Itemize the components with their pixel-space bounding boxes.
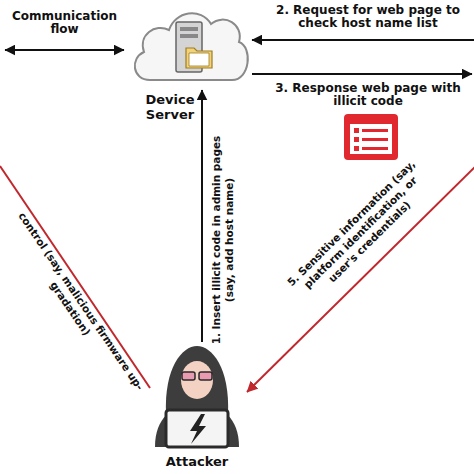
cloud-node: Device Server [128,0,252,90]
folder-icon [186,48,212,68]
attacker-glasses [199,372,212,380]
attacker-body [155,404,239,447]
cloud-outline [135,13,248,80]
page-body [350,124,392,154]
web-page-icon [344,114,398,160]
list-dot [354,128,359,133]
lightning-symbol [190,414,206,444]
attacker-face [181,361,213,399]
annotation-text: control (say, malicious firmware up-grad… [1,205,149,406]
list-line [362,138,388,141]
request-arrow [252,39,474,41]
page-frame [344,114,398,160]
response-arrow [252,73,472,75]
exfiltration-arrow [247,164,474,392]
annotation-text: 3. Response web page with illicit code [273,82,463,108]
list-line [362,129,388,132]
server-bay [180,27,198,31]
node-label: Attacker [142,454,252,469]
attacker-hood [166,346,228,414]
node-label: Device Server [128,92,212,122]
annotation-text: Communication flow [2,10,127,36]
annotation-text: 2. Request for web page to check host na… [273,4,463,30]
list-dot [354,137,359,142]
list-line [362,147,388,150]
cloud-shape [128,0,252,90]
laptop-lid [166,410,228,447]
control-line [0,166,150,388]
annotation-text: 5. Sensitive information (say, platform … [284,157,436,308]
server-bay [180,34,198,38]
edge-label: 1. Insert illicit code in admin pages (s… [209,133,235,348]
flow-arrow [5,49,124,51]
attacker-node: Attacker [152,342,242,474]
folder-sheet [189,53,209,66]
flow-arrow [201,90,203,342]
list-dot [354,146,359,151]
attacker-glasses [182,372,195,380]
